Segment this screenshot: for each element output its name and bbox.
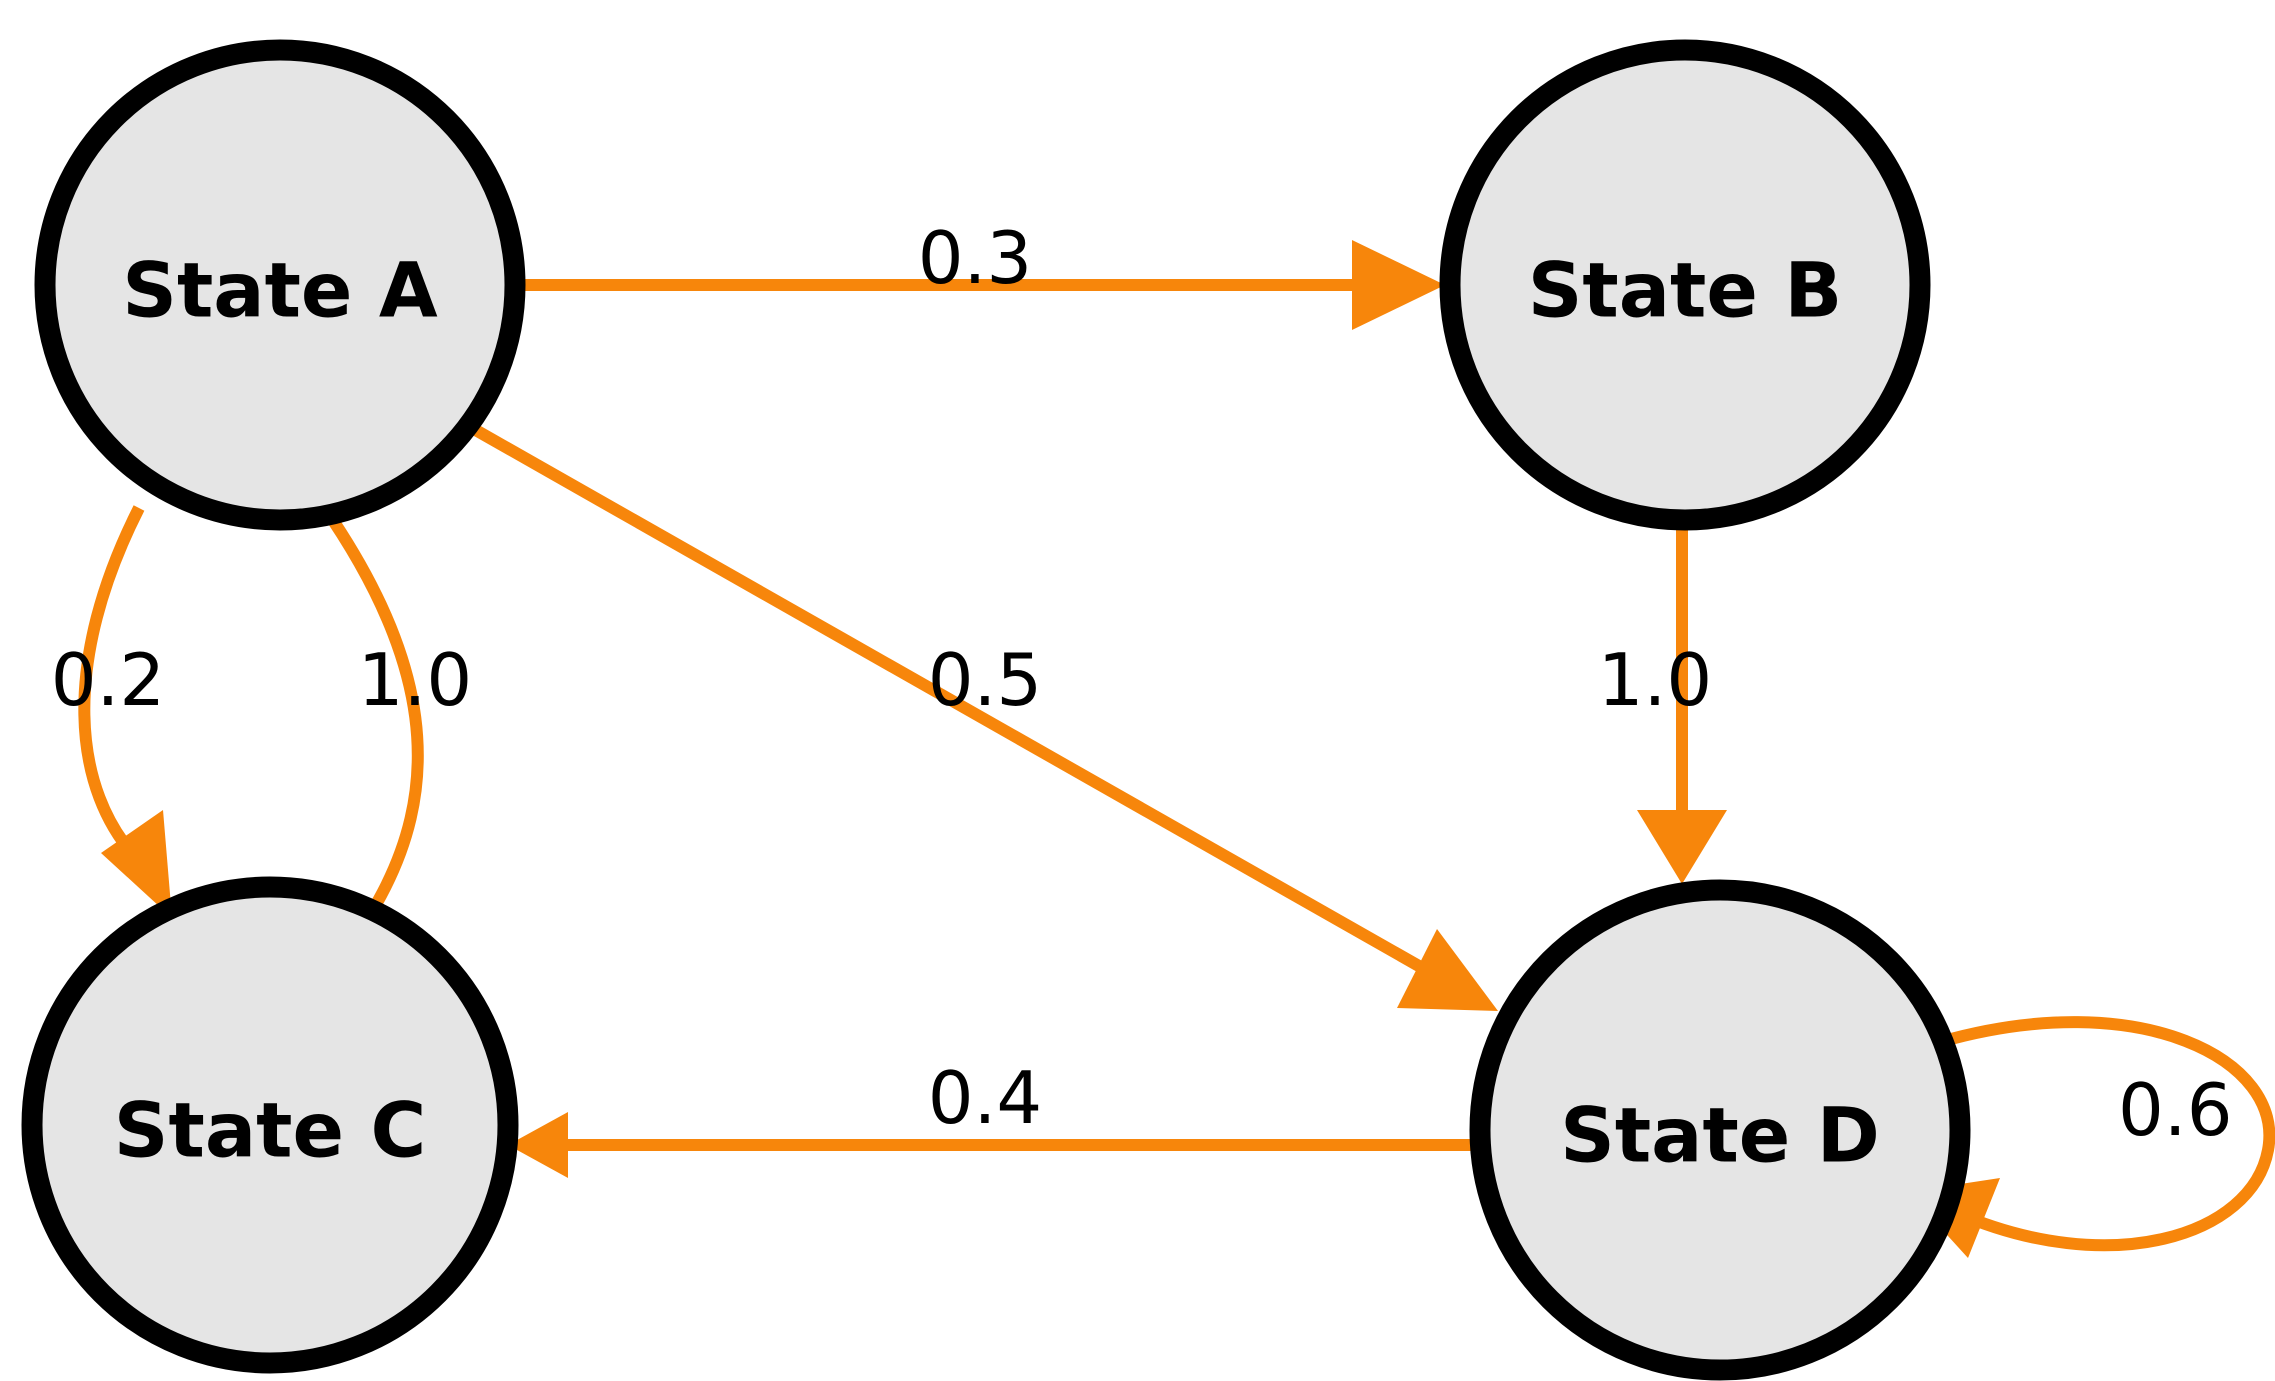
node-state-d[interactable]: State D <box>1469 879 1971 1381</box>
node-state-d-circle <box>1469 879 1971 1381</box>
node-state-d-label: State D <box>1560 1091 1880 1180</box>
edge-a-to-c[interactable] <box>78 505 172 918</box>
node-state-c-circle <box>21 876 519 1374</box>
node-state-c-label: State C <box>114 1086 426 1175</box>
edge-label-c-to-a: 1.0 <box>358 638 473 722</box>
node-state-b[interactable]: State B <box>1439 39 1931 531</box>
edge-label-d-to-d: 0.6 <box>2118 1068 2233 1152</box>
edge-d-to-c-arrowhead <box>508 1112 568 1178</box>
edge-label-d-to-c: 0.4 <box>928 1056 1043 1140</box>
node-state-a[interactable]: State A <box>34 39 526 531</box>
edge-a-to-d[interactable] <box>455 414 1498 1011</box>
edge-a-to-c-arrowhead <box>101 810 172 918</box>
edge-a-to-d-arrowhead <box>1397 929 1498 1011</box>
node-state-c[interactable]: State C <box>21 876 519 1374</box>
edge-a-to-b[interactable] <box>520 240 1445 330</box>
edge-b-to-d[interactable] <box>1637 530 1727 884</box>
node-state-a-circle <box>34 39 526 531</box>
edge-a-to-b-arrowhead <box>1352 240 1445 330</box>
edge-label-a-to-b: 0.3 <box>918 216 1033 300</box>
edge-a-to-c-line <box>78 505 145 867</box>
edge-d-to-d-line <box>1938 1016 2275 1252</box>
edge-label-b-to-d: 1.0 <box>1598 638 1713 722</box>
edge-d-to-c[interactable] <box>508 1112 1477 1178</box>
node-state-a-label: State A <box>122 246 438 335</box>
edge-label-a-to-d: 0.5 <box>928 638 1043 722</box>
edge-c-to-a-line <box>288 461 424 912</box>
edge-label-a-to-c: 0.2 <box>51 638 166 722</box>
edge-a-to-d-line <box>455 414 1443 984</box>
node-state-b-circle <box>1439 39 1931 531</box>
node-state-b-label: State B <box>1528 246 1843 335</box>
edge-b-to-d-arrowhead <box>1637 810 1727 884</box>
